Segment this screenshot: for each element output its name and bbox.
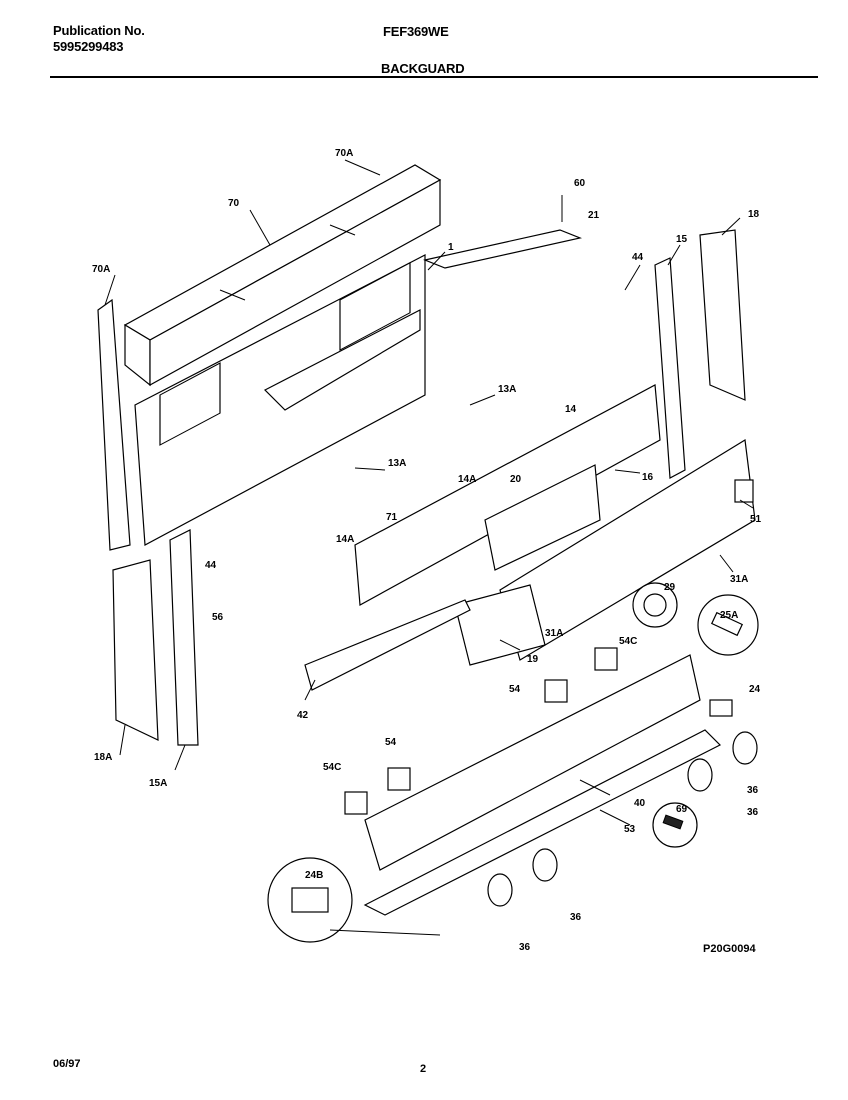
page-number: 2 bbox=[420, 1063, 427, 1075]
callout: 13A bbox=[498, 384, 516, 395]
callout: 14 bbox=[565, 404, 577, 415]
callout: 40 bbox=[634, 798, 646, 809]
part-trim-70 bbox=[123, 164, 442, 387]
callout: 36 bbox=[747, 807, 759, 818]
part-switch-bracket-53 bbox=[344, 647, 722, 916]
callout: 16 bbox=[642, 472, 654, 483]
callout: 36 bbox=[747, 785, 759, 796]
callout: 15A bbox=[149, 778, 167, 789]
callout: 70 bbox=[228, 198, 240, 209]
callout: 21 bbox=[588, 210, 600, 221]
callout: 25A bbox=[720, 610, 738, 621]
part-knobs-36 bbox=[487, 731, 758, 907]
part-switch-24 bbox=[709, 699, 733, 717]
model-number: FEF369WE bbox=[383, 24, 449, 39]
callout: 71 bbox=[386, 512, 398, 523]
callout: 36 bbox=[570, 912, 582, 923]
callout: 54C bbox=[619, 636, 637, 647]
callout: 53 bbox=[624, 824, 636, 835]
callout: 19 bbox=[527, 654, 539, 665]
leader-lines bbox=[104, 159, 754, 826]
callout: 14A bbox=[458, 474, 476, 485]
part-endcap-18 bbox=[699, 229, 746, 401]
callout: 70A bbox=[92, 264, 110, 275]
part-endcap-18A bbox=[112, 559, 159, 741]
callout: 56 bbox=[212, 612, 224, 623]
callout: 44 bbox=[205, 560, 217, 571]
callout: 54 bbox=[509, 684, 521, 695]
callout: 70A bbox=[335, 148, 353, 159]
callout: 24B bbox=[305, 870, 323, 881]
callout: 54 bbox=[385, 737, 397, 748]
header-rule bbox=[50, 76, 818, 78]
part-faceplate-51 bbox=[499, 439, 756, 661]
publication-number: 5995299483 bbox=[53, 39, 124, 54]
drawing-code: P20G0094 bbox=[703, 943, 756, 955]
callout: 18 bbox=[748, 209, 760, 220]
revision-date: 06/97 bbox=[53, 1058, 81, 1070]
callout: 15 bbox=[676, 234, 688, 245]
part-strip-21 bbox=[422, 229, 583, 269]
part-side-15A bbox=[169, 529, 199, 746]
callout: 29 bbox=[664, 582, 676, 593]
part-switch-24B bbox=[267, 857, 441, 943]
part-side-70A-left bbox=[97, 298, 131, 551]
part-bracket-14 bbox=[354, 384, 661, 606]
callout: 54C bbox=[323, 762, 341, 773]
callout: 1 bbox=[448, 242, 454, 253]
callout: 42 bbox=[297, 710, 309, 721]
callout: 13A bbox=[388, 458, 406, 469]
callout: 18A bbox=[94, 752, 112, 763]
part-knob-29 bbox=[632, 582, 678, 628]
callout-labels: 70A 70 1 60 21 70A 44 15 18 13A 14 13A 1… bbox=[92, 148, 762, 953]
part-side-15-right bbox=[654, 257, 686, 479]
publication-label: Publication No. bbox=[53, 23, 145, 38]
part-backguard-panel-1 bbox=[134, 254, 426, 546]
callout: 69 bbox=[676, 804, 688, 815]
section-title: BACKGUARD bbox=[381, 61, 465, 76]
callout: 31A bbox=[730, 574, 748, 585]
callout: 44 bbox=[632, 252, 644, 263]
part-trim-42 bbox=[304, 599, 471, 691]
callout: 60 bbox=[574, 178, 586, 189]
callout: 24 bbox=[749, 684, 761, 695]
part-overlay-19 bbox=[454, 584, 546, 666]
part-screw-69 bbox=[652, 802, 698, 848]
callout: 36 bbox=[519, 942, 531, 953]
callout: 14A bbox=[336, 534, 354, 545]
callout: 51 bbox=[750, 514, 762, 525]
callout: 20 bbox=[510, 474, 522, 485]
part-knob-25A bbox=[697, 594, 759, 656]
callout: 31A bbox=[545, 628, 563, 639]
